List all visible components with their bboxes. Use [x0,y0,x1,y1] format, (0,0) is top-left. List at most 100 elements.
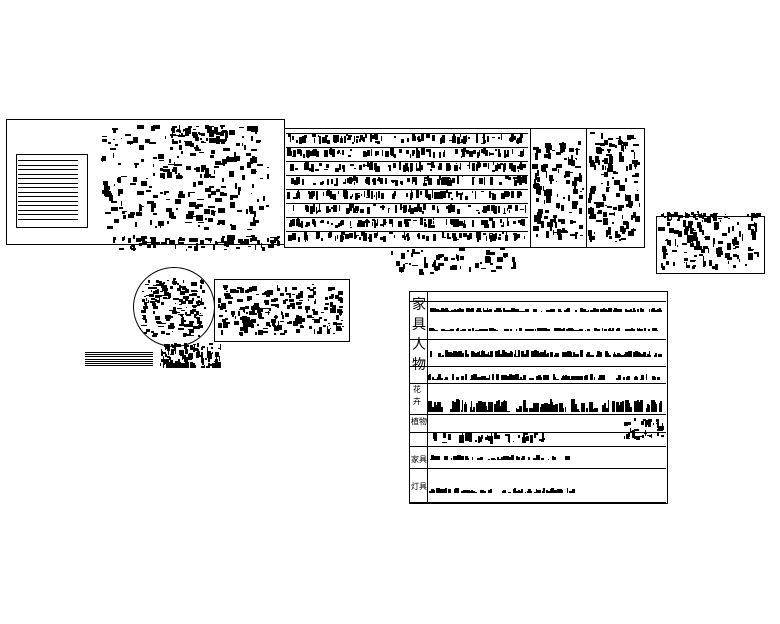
cad-block [384,178,388,184]
cad-block [111,200,117,203]
cad-block [138,203,141,208]
cad-block [455,149,459,155]
cad-figure [162,364,165,368]
cad-figure [434,310,436,312]
cad-block [619,135,621,143]
cad-block [346,138,351,140]
cad-block [414,177,417,186]
cad-block [177,128,180,131]
cad-block [129,246,133,250]
cad-figure [496,375,499,380]
cad-block [337,297,342,302]
cad-block [686,261,688,268]
cad-block [167,297,171,300]
cad-figure [611,400,616,412]
cad-block [448,433,451,440]
cad-block [446,205,450,210]
cad-block [204,307,206,309]
cad-block [174,140,178,144]
cad-block [213,169,215,174]
cad-block [135,226,137,228]
cad-block [318,204,320,211]
cad-figure [640,329,643,331]
cad-block [133,137,138,143]
cad-block [359,236,362,240]
cad-block [418,268,424,272]
cad-block [632,211,637,219]
cad-block [254,306,261,310]
cad-block [362,150,366,157]
cad-block [129,183,136,186]
cad-figure [457,328,459,331]
cad-block [245,306,248,309]
cad-block [316,194,318,200]
cad-block [195,352,200,358]
cad-figure [518,408,523,412]
cad-block [459,434,464,444]
cad-block [201,289,204,293]
cad-block [327,179,329,184]
cad-block [163,352,166,354]
cad-figure [600,309,603,312]
cad-block [336,327,342,331]
cad-block [623,230,625,233]
cad-figure [508,456,511,460]
cad-block [179,286,184,288]
cad-block [199,324,202,328]
cad-figure [562,328,565,331]
cad-block [450,258,455,261]
cad-block [415,163,418,171]
cad-block [338,204,341,212]
cad-block [626,437,631,440]
cad-figure [601,405,605,412]
cad-block [570,159,576,167]
cad-block [459,142,463,144]
cad-figure [469,406,473,412]
cad-block [723,215,729,219]
cad-figure [480,376,484,380]
cad-block [194,282,196,285]
cad-figure [458,308,461,312]
cad-figure [619,401,622,412]
cad-figure [430,353,433,357]
cad-figure [558,309,561,312]
cad-block [532,164,538,170]
cad-block [352,209,356,213]
cad-block [204,188,211,192]
cad-block [152,286,157,289]
cad-block [196,296,201,299]
title-block-table[interactable] [16,154,88,228]
cad-figure [543,375,548,380]
cad-block [559,143,562,146]
cad-block [265,302,269,306]
cad-block [459,134,461,138]
cad-block [205,168,209,175]
cad-figure [653,355,657,357]
cad-block [157,300,161,303]
cad-block [354,232,356,239]
cad-block [367,206,370,214]
cad-block [240,240,246,243]
cad-block [609,157,612,163]
cad-block [521,437,527,444]
cad-block [438,152,442,158]
legend-panel[interactable] [409,291,668,504]
cad-block [192,181,196,187]
cad-block [633,144,640,147]
cad-block [191,353,194,360]
cad-block [153,212,158,215]
cad-block [141,180,147,187]
cad-block [597,211,601,214]
cad-block [490,152,495,155]
cad-figure [512,377,516,380]
cad-block [664,252,669,256]
cad-block [209,126,212,130]
cad-block [521,176,526,183]
cad-block [183,129,187,131]
cad-figure [592,308,596,312]
cad-block [296,139,299,144]
cad-block [368,177,371,185]
cad-line [286,203,528,204]
drawing-sheet-b[interactable] [284,128,532,248]
cad-block [567,156,569,160]
